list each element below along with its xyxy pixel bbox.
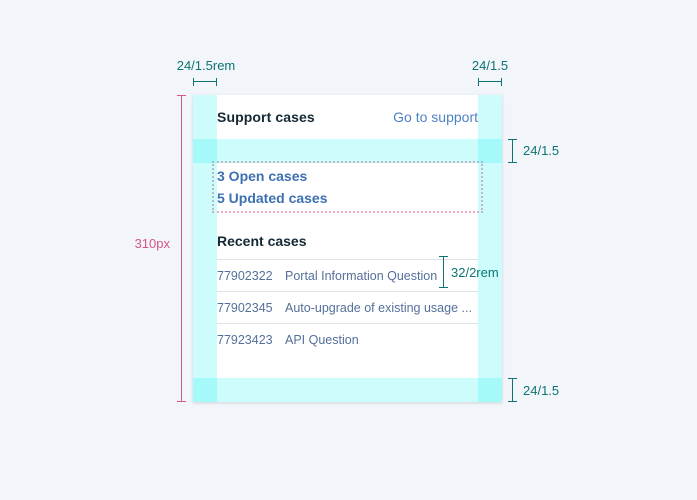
case-title: Auto-upgrade of existing usage ...	[285, 300, 472, 315]
open-cases-link[interactable]: 3 Open cases	[217, 168, 308, 184]
table-row[interactable]: 77923423 API Question	[217, 323, 478, 355]
bracket-header-padding	[508, 139, 517, 163]
support-cases-card: Support cases Go to support 3 Open cases…	[193, 95, 502, 402]
case-id: 77902345	[217, 300, 273, 315]
go-to-support-link[interactable]: Go to support	[393, 109, 478, 125]
card-content: Support cases Go to support 3 Open cases…	[193, 95, 502, 402]
bracket-row-height	[439, 256, 448, 288]
bracket-top-right	[478, 78, 502, 86]
header-padding-spacer	[217, 139, 478, 163]
quick-links-group: 3 Open cases 5 Updated cases	[212, 161, 483, 213]
annotation-bottom-padding: 24/1.5	[523, 383, 560, 398]
bracket-bottom-padding	[508, 378, 517, 402]
card-title: Support cases	[217, 109, 315, 125]
case-id: 77923423	[217, 332, 273, 347]
annotation-card-height: 310px	[134, 236, 170, 251]
annotation-top-right-padding: 24/1.5	[471, 58, 509, 73]
annotation-header-padding: 24/1.5	[523, 143, 560, 158]
updated-cases-link[interactable]: 5 Updated cases	[217, 190, 328, 206]
annotation-row-height: 32/2rem	[451, 265, 499, 280]
annotation-top-left-padding: 24/1.5rem	[176, 58, 236, 73]
case-title: Portal Information Question	[285, 268, 438, 283]
bracket-top-left	[193, 78, 217, 86]
case-title: API Question	[285, 332, 359, 347]
case-list: 77902322 Portal Information Question 779…	[217, 259, 478, 355]
table-row[interactable]: 77902345 Auto-upgrade of existing usage …	[217, 291, 478, 323]
card-header: Support cases Go to support	[217, 95, 478, 139]
table-row[interactable]: 77902322 Portal Information Question	[217, 259, 478, 291]
card-height-line	[177, 95, 186, 402]
recent-cases-heading: Recent cases	[217, 233, 307, 249]
case-id: 77902322	[217, 268, 273, 283]
